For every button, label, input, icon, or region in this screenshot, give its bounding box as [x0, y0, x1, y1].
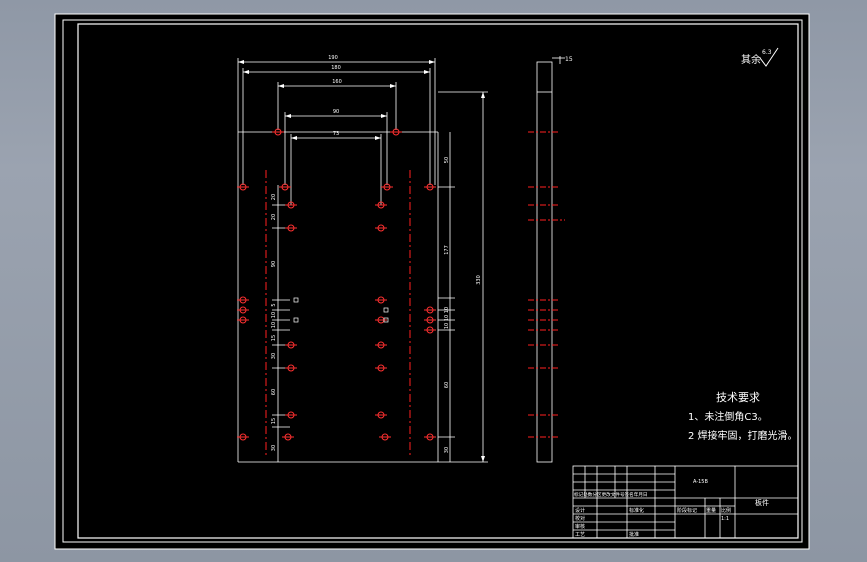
dim-overall-height: 330 — [476, 275, 482, 285]
drawing-border — [77, 23, 799, 539]
square-markers — [293, 297, 389, 323]
dim-side-thickness: 15 — [565, 56, 573, 63]
dim-left-5: 10 — [271, 312, 277, 318]
dim-right-main: 177 — [444, 245, 450, 255]
dim-outer-hole-span: 180 — [331, 65, 341, 71]
weight-label: 重量 — [706, 507, 716, 514]
process-label: 工艺 — [575, 532, 585, 538]
dim-left-7: 15 — [271, 335, 277, 341]
holes-left-inner — [272, 128, 297, 441]
dim-left-10: 15 — [271, 418, 277, 424]
design-label: 设计 — [575, 507, 585, 514]
drawing-sheet — [54, 13, 810, 550]
dim-left-9: 60 — [271, 389, 277, 395]
dim-right-bottom: 30 — [444, 447, 450, 453]
dim-inner-span: 73 — [333, 131, 339, 137]
part-label: A-15B — [693, 479, 708, 485]
inner-frame — [62, 19, 803, 543]
approve-label: 批准 — [629, 531, 639, 538]
scale-value: 1:1 — [721, 516, 729, 522]
roughness-label: 其余 — [741, 53, 761, 66]
title-block — [572, 465, 799, 539]
part-name: 板件 — [755, 498, 769, 507]
dim-right-upper: 50 — [444, 157, 450, 163]
dim-middle-span: 90 — [333, 109, 339, 115]
roughness-symbol-icon — [759, 47, 779, 67]
dim-left-3: 90 — [271, 261, 277, 267]
holes-right-outer — [424, 183, 436, 441]
standard-label: 标准化 — [629, 507, 644, 514]
holes-right-inner — [375, 128, 402, 441]
dimension-arrows — [238, 60, 485, 462]
dim-upper-hole-span: 160 — [332, 79, 342, 85]
dim-left-4: 5 — [271, 303, 277, 306]
notes-line-1: 1、未注倒角C3。 — [688, 410, 768, 423]
ratio-label: 比例 — [721, 507, 731, 514]
dim-left-1: 20 — [271, 194, 277, 200]
review-label: 审核 — [575, 523, 585, 530]
notes-line-2: 2 焊接牢固，打磨光滑。 — [688, 429, 798, 442]
dim-left-11: 30 — [271, 445, 277, 451]
stage-label: 阶段标记 — [677, 507, 697, 514]
check-label: 校对 — [575, 515, 585, 522]
side-hole-lines — [528, 131, 565, 438]
front-view — [237, 58, 488, 463]
dim-right-group: 10 10 10 — [444, 307, 450, 329]
dim-right-lower: 60 — [444, 382, 450, 388]
sign-row: 标记处数分区更改文件号签名年月日 — [574, 491, 648, 498]
dim-overall-width: 190 — [328, 55, 338, 61]
holes-left-outer — [237, 183, 249, 441]
notes-heading: 技术要求 — [716, 391, 760, 404]
side-view — [536, 56, 565, 463]
roughness-value: 6.3 — [762, 49, 772, 56]
dim-left-2: 20 — [271, 214, 277, 220]
dim-left-8: 30 — [271, 353, 277, 359]
dim-left-6: 10 — [271, 322, 277, 328]
